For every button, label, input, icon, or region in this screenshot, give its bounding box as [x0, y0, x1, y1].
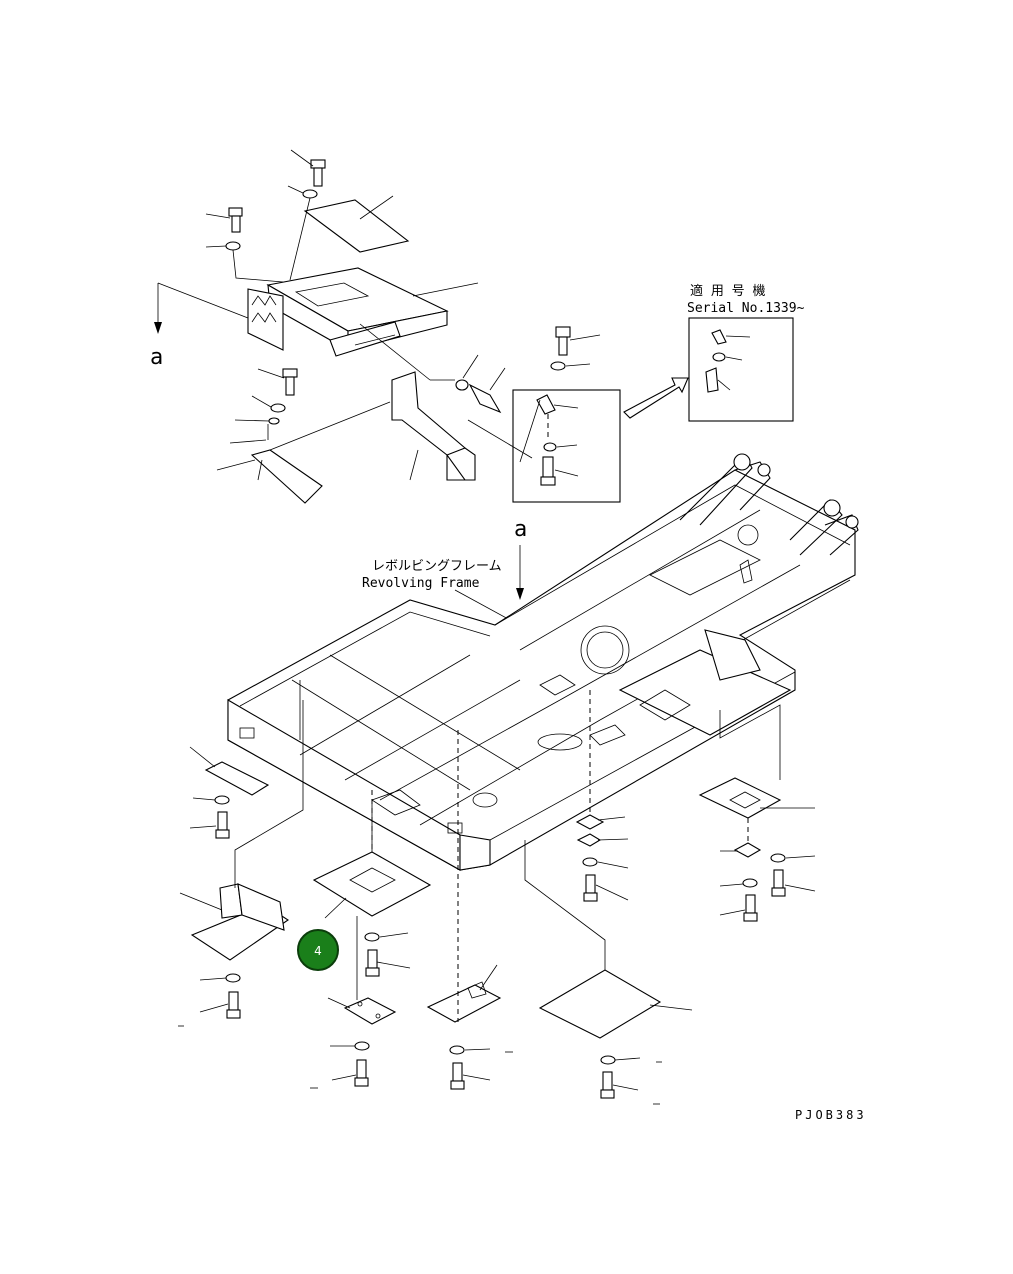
revolving-frame [227, 453, 859, 871]
arrow-a-label-center: a [514, 517, 527, 542]
serial-label-jp: 適 用 号 機 [690, 283, 765, 299]
drawing-code: PJOB383 [795, 1108, 867, 1122]
support-bracket [391, 371, 476, 481]
under-cover-6 [524, 840, 693, 1105]
washer-icon [234, 417, 280, 425]
bolt-icon [290, 149, 326, 187]
washer-icon [287, 185, 318, 199]
bolt-icon [468, 367, 506, 414]
serial-label-en: Serial No.1339~ [687, 301, 805, 316]
under-cover-2 [178, 700, 304, 1027]
under-cover-1 [189, 746, 270, 839]
frame-label-jp: レボルビングフレーム [372, 559, 502, 574]
under-cover-4 [310, 997, 397, 1089]
detail-box [512, 326, 621, 503]
under-cover-7 [575, 690, 629, 902]
under-cover-8 [698, 704, 816, 922]
callout-badge-number: 4 [314, 944, 322, 958]
washer-icon [205, 241, 241, 251]
washer-icon [455, 354, 479, 391]
cover-plate [303, 195, 410, 253]
bolt-icon [229, 424, 269, 444]
bolt-icon [205, 207, 243, 233]
under-cover-5 [426, 730, 513, 1090]
serial-detail-box [688, 317, 794, 422]
bolt-icon [257, 368, 298, 396]
frame-label-en: Revolving Frame [362, 576, 480, 591]
washer-icon [251, 395, 286, 413]
arrow-a-label-left: a [150, 345, 163, 370]
callout-badge-4[interactable]: 4 [297, 929, 339, 971]
under-cover-3 [312, 790, 432, 1000]
